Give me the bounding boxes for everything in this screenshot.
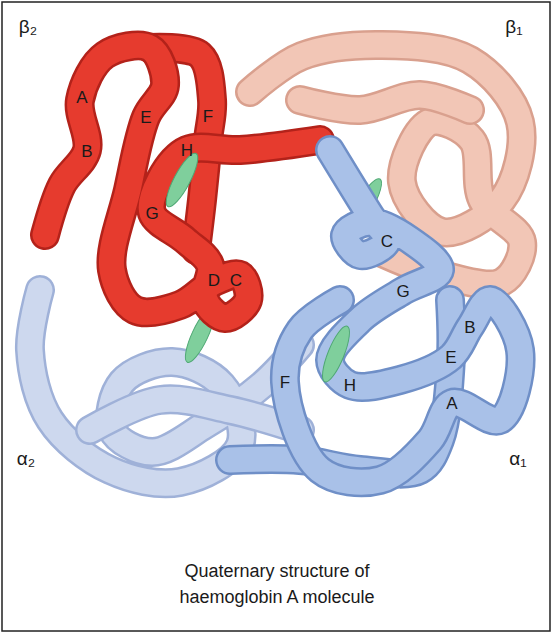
alpha2-chain-outline — [90, 399, 300, 430]
chain-label: β₂ — [19, 17, 37, 36]
helix-label: B — [81, 143, 92, 160]
haem-group — [161, 150, 203, 210]
chain-label: β₁ — [505, 17, 522, 36]
helix-label: H — [181, 142, 193, 159]
helix-label: B — [464, 319, 475, 336]
chain-label: α₂ — [17, 449, 35, 468]
helix-label: G — [145, 205, 158, 222]
beta1-chain-body — [300, 95, 470, 110]
caption: Quaternary structure of haemoglobin A mo… — [157, 558, 397, 610]
helix-label: A — [446, 395, 457, 412]
alpha1-chain — [285, 150, 521, 482]
alpha1-chain-outline — [285, 150, 521, 482]
beta1-chain — [250, 45, 522, 285]
helix-label: C — [230, 272, 242, 289]
helix-label: F — [280, 374, 290, 391]
beta2-chain-outline — [45, 45, 320, 318]
helix-label: E — [445, 349, 456, 366]
helix-label: F — [203, 108, 213, 125]
beta1-chain-outline — [300, 95, 470, 110]
alpha2-chain-body — [90, 399, 300, 430]
beta2-chain — [45, 45, 320, 318]
helix-label: H — [344, 377, 356, 394]
beta1-chain — [300, 95, 470, 110]
helix-label: G — [396, 283, 409, 300]
helix-label: A — [76, 89, 87, 106]
beta1-chain-body — [250, 45, 522, 285]
helix-label: E — [140, 109, 151, 126]
alpha1-chain-body — [285, 150, 521, 482]
beta2-chain-body — [45, 45, 320, 318]
beta1-chain-outline — [250, 45, 522, 285]
chain-label: α₁ — [509, 449, 526, 468]
helix-label: D — [208, 272, 220, 289]
helix-label: C — [381, 233, 393, 250]
alpha2-chain — [90, 399, 300, 430]
